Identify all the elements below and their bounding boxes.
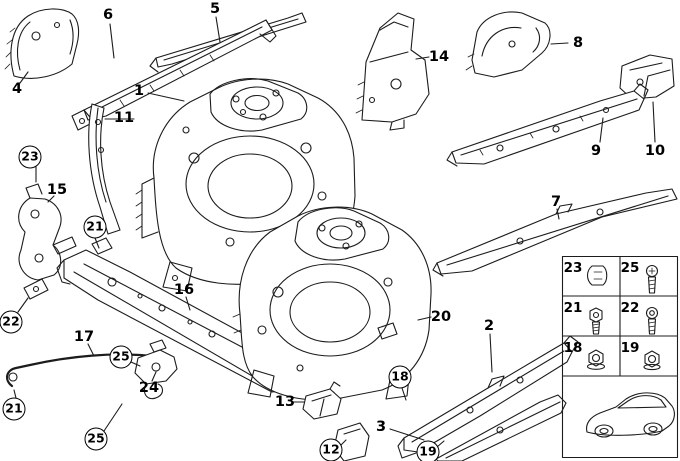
clip-icon bbox=[586, 265, 608, 286]
callout-20[interactable]: 20 bbox=[430, 308, 452, 325]
callout-17[interactable]: 17 bbox=[73, 328, 95, 345]
part-14-bracket bbox=[355, 12, 430, 131]
part-8-bracket bbox=[465, 11, 551, 78]
part-24-bracket bbox=[134, 339, 178, 400]
part-10-bracket bbox=[619, 54, 675, 100]
callout-21-b[interactable]: 21 bbox=[2, 397, 26, 421]
callout-8[interactable]: 8 bbox=[572, 34, 584, 51]
callout-11[interactable]: 11 bbox=[113, 109, 135, 126]
callout-18[interactable]: 18 bbox=[388, 365, 412, 389]
legend-cell-18[interactable]: 18 bbox=[563, 340, 583, 356]
legend-box bbox=[561, 255, 679, 459]
callout-12[interactable]: 12 bbox=[319, 438, 343, 461]
part-11-strip bbox=[88, 103, 121, 235]
callout-21-a[interactable]: 21 bbox=[83, 215, 107, 239]
callout-14[interactable]: 14 bbox=[428, 48, 450, 65]
part-3-rail bbox=[435, 394, 567, 461]
callout-19[interactable]: 19 bbox=[416, 440, 440, 461]
nut-icon bbox=[643, 350, 661, 371]
leader-lines bbox=[13, 16, 656, 448]
screw-icon-2 bbox=[645, 306, 659, 335]
callout-13[interactable]: 13 bbox=[274, 393, 296, 410]
callout-24[interactable]: 24 bbox=[138, 379, 160, 396]
callout-16[interactable]: 16 bbox=[173, 281, 195, 298]
callout-3[interactable]: 3 bbox=[375, 418, 387, 435]
callout-9[interactable]: 9 bbox=[590, 142, 602, 159]
bolt-icon bbox=[589, 307, 603, 335]
legend-cell-25[interactable]: 25 bbox=[620, 260, 640, 276]
callout-22[interactable]: 22 bbox=[0, 310, 23, 334]
callout-25-a[interactable]: 25 bbox=[109, 345, 133, 369]
part-7-rail bbox=[432, 188, 678, 277]
part-4-panel bbox=[4, 8, 80, 79]
legend-cell-23[interactable]: 23 bbox=[563, 260, 583, 276]
callout-10[interactable]: 10 bbox=[644, 142, 666, 159]
callout-23[interactable]: 23 bbox=[18, 145, 42, 169]
callout-2[interactable]: 2 bbox=[483, 317, 495, 334]
part-9-rail bbox=[446, 83, 649, 167]
legend-cell-21[interactable]: 21 bbox=[563, 300, 583, 316]
screw-icon bbox=[645, 264, 659, 294]
car-icon bbox=[586, 392, 675, 438]
legend-cell-22[interactable]: 22 bbox=[620, 300, 640, 316]
flange-nut-icon bbox=[586, 349, 606, 370]
legend-cell-19[interactable]: 19 bbox=[620, 340, 640, 356]
callout-6[interactable]: 6 bbox=[102, 6, 114, 23]
part-15-bracket bbox=[18, 183, 77, 300]
callout-1[interactable]: 1 bbox=[133, 82, 145, 99]
callout-15[interactable]: 15 bbox=[46, 181, 68, 198]
callout-25-b[interactable]: 25 bbox=[84, 427, 108, 451]
part-13-clamp bbox=[302, 381, 342, 420]
callout-5[interactable]: 5 bbox=[209, 0, 221, 17]
callout-7[interactable]: 7 bbox=[550, 193, 562, 210]
part-2-rail bbox=[397, 335, 579, 459]
callout-4[interactable]: 4 bbox=[11, 80, 23, 97]
